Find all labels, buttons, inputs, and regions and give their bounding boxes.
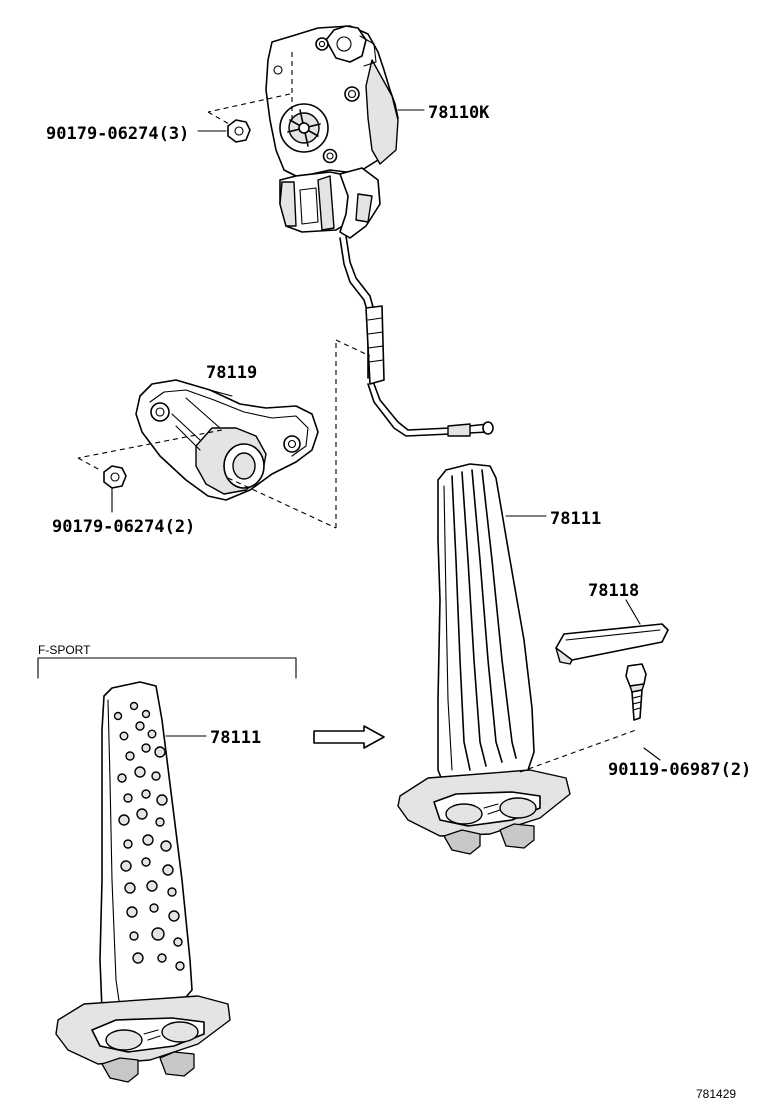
label-cover: 78118 [588, 581, 639, 601]
replacement-arrow [313, 725, 385, 749]
label-bracket: 78119 [206, 363, 257, 383]
label-diagram-id: 781429 [696, 1087, 736, 1101]
bracket-leaders [77, 339, 371, 529]
cover-drawing [555, 599, 669, 665]
fsport-bracket [37, 657, 297, 679]
bracket-drawing [135, 379, 319, 501]
fsport-pedal-drawing [55, 681, 231, 1083]
sensor-leaders [207, 50, 425, 129]
bolt-leader [519, 729, 661, 773]
label-nut-upper: 90179-06274(3) [46, 124, 189, 144]
upper-nut-drawing [197, 119, 251, 143]
bolt-drawing [625, 663, 647, 721]
label-fsport-pedal-pad: 78111 [210, 728, 261, 748]
label-bolt: 90119-06987(2) [608, 760, 751, 780]
label-pedal-pad: 78111 [550, 509, 601, 529]
label-nut-lower: 90179-06274(2) [52, 517, 195, 537]
lower-nut-drawing [103, 465, 127, 513]
sensor-assembly-drawing [265, 25, 494, 437]
pedal-pad-drawing [397, 463, 571, 855]
label-sensor-assembly: 78110K [428, 103, 490, 123]
label-variant: F-SPORT [38, 643, 91, 657]
